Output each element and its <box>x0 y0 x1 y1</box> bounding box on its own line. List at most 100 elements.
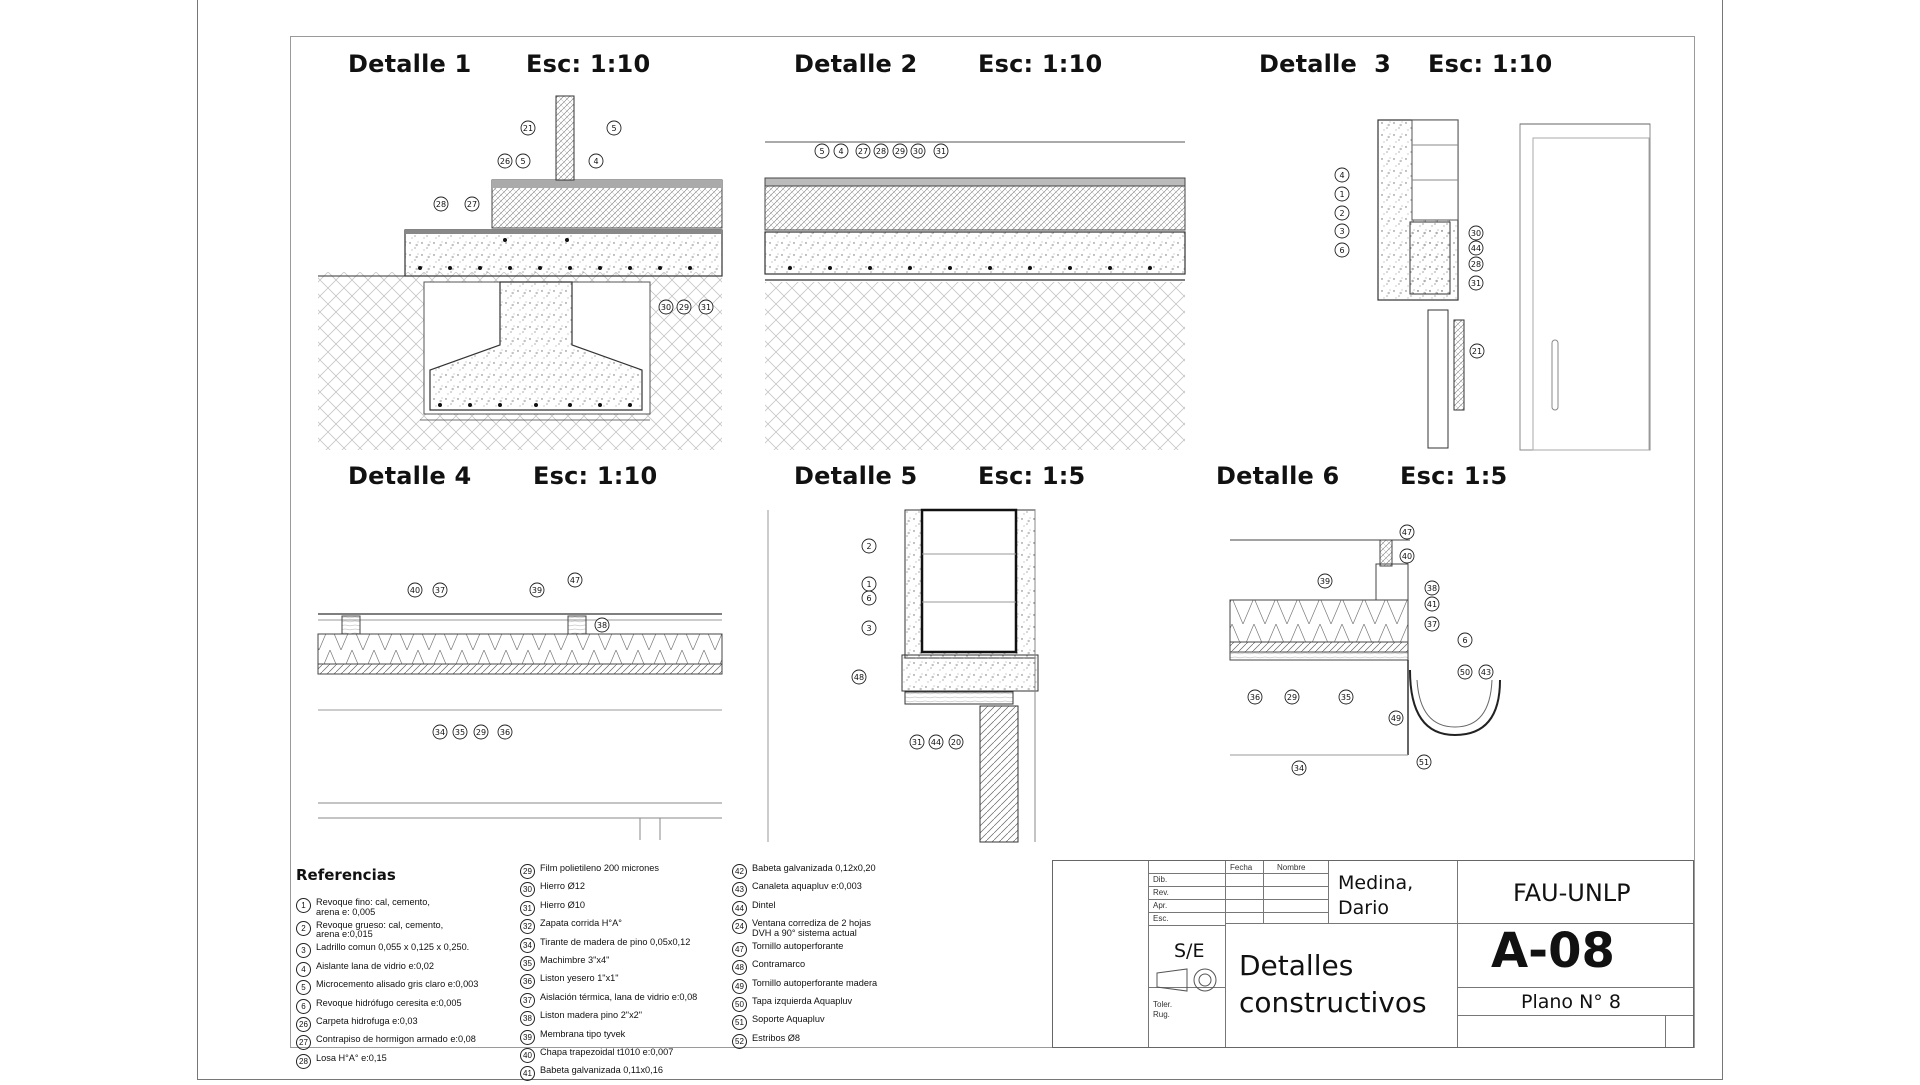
callout-label: 29 <box>476 728 486 737</box>
callout-label: 31 <box>936 147 946 156</box>
reference-number: 5 <box>296 980 311 996</box>
callout-bubble <box>873 143 889 159</box>
detail-5-drawing <box>767 508 1039 843</box>
detail-4-title: Detalle 4 <box>348 462 472 490</box>
callout-bubble <box>1424 596 1440 612</box>
drawing-title: Detalles constructivos <box>1239 949 1427 1019</box>
callout-label: 36 <box>500 728 510 737</box>
row-dib: Dib. <box>1153 875 1168 884</box>
callout-bubble <box>1416 754 1432 770</box>
title-block: Fecha Nombre Dib. Rev. Apr. Esc. S/E Tol… <box>1052 860 1694 1048</box>
callout-label: 31 <box>912 738 922 747</box>
callout-label: 30 <box>661 303 671 312</box>
detail-6-title: Detalle 6 <box>1216 462 1340 490</box>
references-column-3: 42 Babeta galvanizada 0,12x0,20 43 Canaleta… <box>732 863 922 1052</box>
callout-bubble <box>407 582 423 598</box>
detail-2-drawing <box>764 141 1186 450</box>
reference-text: Film polietileno 200 micrones <box>540 863 659 873</box>
row-apr: Apr. <box>1153 901 1168 910</box>
callout-label: 5 <box>520 157 525 166</box>
reference-number: 47 <box>732 941 747 957</box>
reference-number: 1 <box>296 898 311 913</box>
callout-bubble <box>567 572 583 588</box>
callout-label: 4 <box>1339 171 1344 180</box>
callout-bubble <box>855 143 871 159</box>
callout-bubble <box>1334 223 1350 239</box>
callout-bubble <box>1469 343 1485 359</box>
callout-bubble <box>1399 524 1415 540</box>
reference-number: 37 <box>520 992 535 1008</box>
reference-text: Tirante de madera de pino 0,05x0,12 <box>540 936 691 947</box>
callout-bubble <box>497 153 513 169</box>
reference-text: Dintel <box>752 899 776 910</box>
callout-label: 34 <box>435 728 445 737</box>
reference-item: 34 Tirante de madera de pino 0,05x0,12 <box>520 936 745 953</box>
callout-bubble <box>1317 573 1333 589</box>
callout-label: 38 <box>597 621 607 630</box>
callout-label: 29 <box>1287 693 1297 702</box>
callout-label: 6 <box>866 594 871 603</box>
callout-label: 29 <box>679 303 689 312</box>
reference-text: Tapa izquierda Aquapluv <box>752 996 853 1007</box>
callout-label: 31 <box>1471 279 1481 288</box>
callout-label: 41 <box>1427 600 1437 609</box>
callout-label: 2 <box>866 542 871 551</box>
callout-bubble <box>676 299 692 315</box>
callout-label: 1 <box>866 580 871 589</box>
callout-label: 37 <box>435 586 445 595</box>
reference-text: Canaleta aquapluv e:0,003 <box>752 881 862 892</box>
drawing-frame <box>290 36 1695 1048</box>
reference-text: Babeta galvanizada 0,12x0,20 <box>752 863 876 873</box>
callout-label: 26 <box>500 157 510 166</box>
reference-number: 31 <box>520 900 535 916</box>
callout-bubble <box>432 724 448 740</box>
institution: FAU-UNLP <box>1513 879 1631 907</box>
callout-label: 5 <box>611 124 616 133</box>
reference-item: 43 Canaleta aquapluv e:0,003 <box>732 881 922 898</box>
reference-number: 34 <box>520 937 535 953</box>
detail-1-title: Detalle 1 <box>348 50 472 78</box>
detail-6-scale: Esc: 1:5 <box>1400 462 1508 490</box>
reference-text: Estribos Ø8 <box>752 1032 800 1043</box>
reference-text: Revoque grueso: cal, cemento, arena e:0,… <box>316 919 444 940</box>
reference-item: 2 Revoque grueso: cal, cemento, arena e:0… <box>296 919 521 940</box>
callout-bubble <box>452 724 468 740</box>
reference-number: 41 <box>520 1066 535 1082</box>
reference-number: 38 <box>520 1011 535 1027</box>
detail-5-scale: Esc: 1:5 <box>978 462 1086 490</box>
callout-bubble <box>892 143 908 159</box>
detail-6-drawing <box>1229 539 1501 756</box>
callout-bubble <box>1457 664 1473 680</box>
detail-4-drawing <box>317 613 723 840</box>
reference-text: Microcemento alisado gris claro e:0,003 <box>316 979 479 990</box>
callout-bubble <box>1457 632 1473 648</box>
reference-number: 2 <box>296 920 311 936</box>
reference-number: 40 <box>520 1047 535 1063</box>
callout-bubble <box>464 196 480 212</box>
callout-label: 50 <box>1460 668 1470 677</box>
callout-label: 40 <box>410 586 420 595</box>
callout-bubble <box>1334 167 1350 183</box>
callout-bubble <box>658 299 674 315</box>
reference-text: Contrapiso de hormigon armado e:0,08 <box>316 1034 476 1045</box>
reference-number: 43 <box>732 882 747 898</box>
reference-number: 42 <box>732 864 747 879</box>
callout-label: 28 <box>436 200 446 209</box>
reference-text: Chapa trapezoidal t1010 e:0,007 <box>540 1046 674 1057</box>
reference-text: Ventana corrediza de 2 hojas DVH a 90° s… <box>752 918 872 938</box>
callout-label: 21 <box>1472 347 1482 356</box>
